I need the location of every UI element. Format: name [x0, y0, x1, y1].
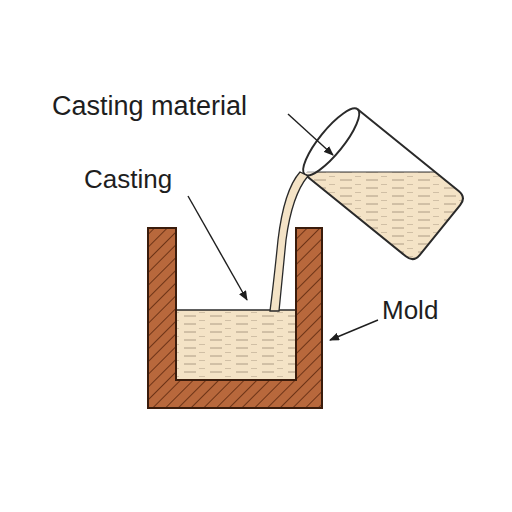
- part-label: Mold: [382, 296, 438, 325]
- casting-liquid: [176, 310, 296, 380]
- part-label: Casting material: [52, 92, 247, 122]
- leader-line: [330, 320, 378, 340]
- pour-stream: [270, 172, 308, 311]
- mold-wall: [148, 228, 322, 408]
- beaker: [295, 102, 466, 263]
- leader-line: [188, 196, 247, 300]
- leader-line: [288, 114, 333, 155]
- part-label: Casting: [84, 165, 172, 194]
